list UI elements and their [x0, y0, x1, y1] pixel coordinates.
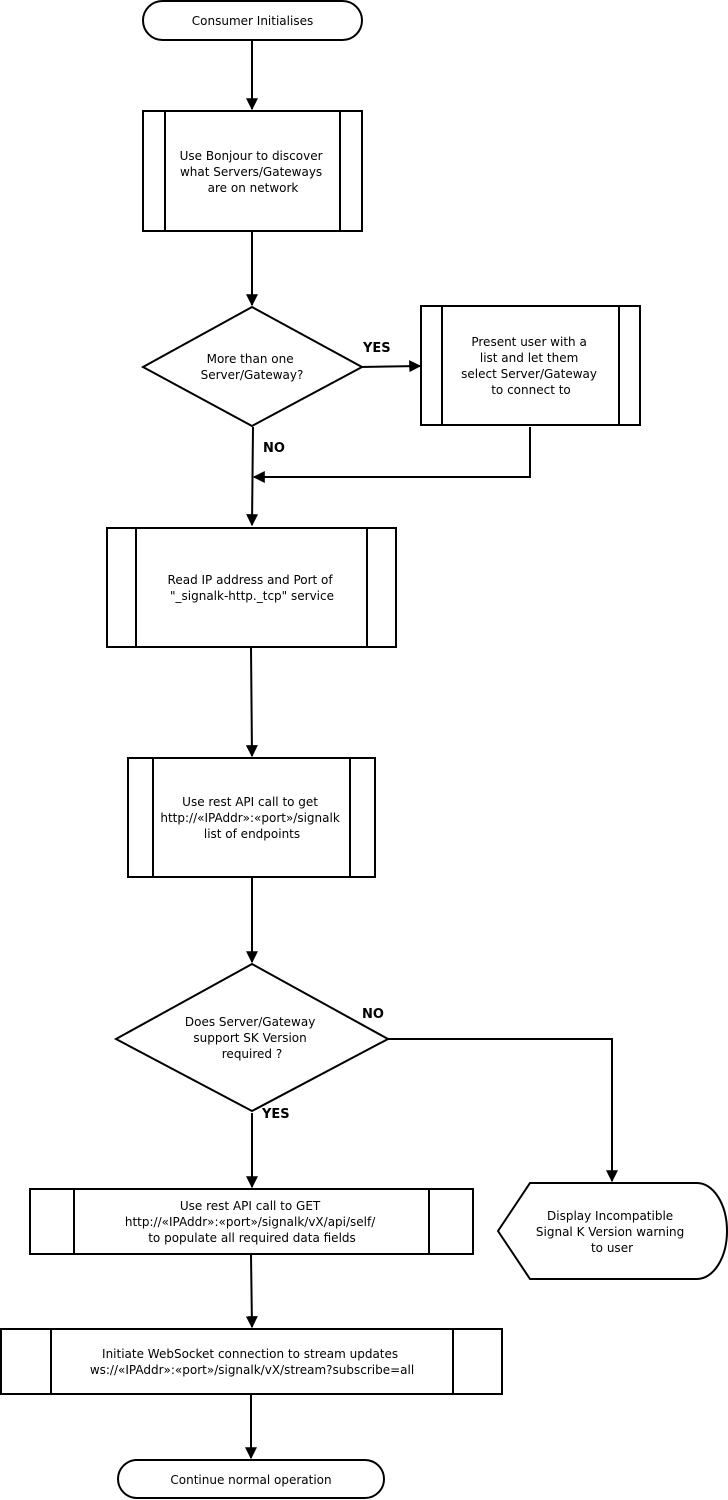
version-decision: Does Server/Gateway support SK Version r… — [113, 962, 391, 1113]
multiple-yes-label: YES — [362, 341, 391, 356]
edge-version-no — [388, 1038, 618, 1183]
version-no-label: NO — [362, 1007, 384, 1022]
present-line-1: Present user with a — [471, 335, 586, 349]
read-ip-line-1: Read IP address and Port of — [168, 573, 334, 587]
svg-text:Display Incompatible Sig: Display Incompatible Signal K Version wa… — [536, 1209, 688, 1255]
incompatible-line-1: Display Incompatible — [547, 1209, 673, 1223]
svg-text:Does Server/Gateway supp: Does Server/Gateway support SK Version r… — [185, 1015, 319, 1061]
end-terminator: Continue normal operation — [117, 1459, 385, 1499]
websocket-process: Initiate WebSocket connection to stream … — [0, 1328, 503, 1395]
endpoints-line-1: Use rest API call to get — [182, 795, 318, 809]
multiple-no-label: NO — [263, 441, 285, 456]
self-line-1: Use rest API call to GET — [180, 1199, 321, 1213]
websocket-line-2: ws://«IPAddr»:«port»/signalk/vX/stream?s… — [90, 1363, 414, 1377]
version-yes-label: YES — [261, 1107, 290, 1122]
present-line-3: select Server/Gateway — [461, 367, 597, 381]
edge-self-websocket — [245, 1254, 258, 1329]
read-ip-line-2: "_signalk-http._tcp" service — [170, 589, 334, 603]
incompatible-display: Display Incompatible Signal K Version wa… — [496, 1182, 728, 1280]
edge-multiple-yes — [360, 360, 422, 373]
svg-text:Initiate WebSocket connection: Initiate WebSocket connection to stream … — [90, 1347, 414, 1377]
multiple-gateways-decision: More than one Server/Gateway? — [140, 305, 365, 428]
start-terminator: Consumer Initialises — [142, 0, 363, 41]
present-line-4: to connect to — [491, 383, 571, 397]
endpoints-line-2: http://«IPAddr»:«port»/signalk — [160, 811, 339, 825]
version-line-2: support SK Version — [193, 1031, 306, 1045]
svg-text:Present user with a list: Present user with a list and let them se… — [461, 335, 601, 397]
multiple-line-1: More than one — [207, 352, 294, 366]
start-label: Consumer Initialises — [192, 14, 313, 28]
svg-text:Consumer Initialises: Consumer Initialises — [192, 14, 313, 28]
self-line-2: http://«IPAddr»:«port»/signalk/vX/api/se… — [125, 1215, 376, 1229]
connectors — [245, 41, 618, 1460]
svg-text:Use rest API call to GET: Use rest API call to GET http://«IPAddr»… — [125, 1199, 379, 1245]
get-endpoints-process: Use rest API call to get http://«IPAddr»… — [127, 757, 376, 878]
version-line-1: Does Server/Gateway — [185, 1015, 315, 1029]
websocket-line-1: Initiate WebSocket connection to stream … — [102, 1347, 398, 1361]
svg-text:More than one Server/Gat: More than one Server/Gateway? — [201, 352, 304, 382]
endpoints-line-3: list of endpoints — [204, 827, 300, 841]
discover-process: Use Bonjour to discover what Servers/Gat… — [142, 110, 363, 232]
edge-read-endpoints — [245, 647, 258, 758]
svg-text:Read IP address and Port of: Read IP address and Port of "_signalk-ht… — [168, 573, 337, 603]
incompatible-line-3: to user — [591, 1241, 633, 1255]
get-self-process: Use rest API call to GET http://«IPAddr»… — [29, 1188, 474, 1255]
discover-line-2: what Servers/Gateways — [180, 165, 322, 179]
svg-text:Use Bonjour to discover: Use Bonjour to discover what Servers/Gat… — [180, 149, 327, 195]
discover-line-1: Use Bonjour to discover — [180, 149, 323, 163]
multiple-line-2: Server/Gateway? — [201, 368, 304, 382]
present-line-2: list and let them — [480, 351, 578, 365]
svg-text:Continue normal operation: Continue normal operation — [170, 1473, 331, 1487]
edge-multiple-no — [246, 426, 259, 527]
edge-present-merge — [252, 427, 531, 483]
end-label: Continue normal operation — [170, 1473, 331, 1487]
svg-text:Use rest API call to get: Use rest API call to get http://«IPAddr»… — [160, 795, 343, 841]
self-line-3: to populate all required data fields — [148, 1231, 356, 1245]
incompatible-line-2: Signal K Version warning — [536, 1225, 684, 1239]
version-line-3: required ? — [222, 1047, 282, 1061]
present-list-process: Present user with a list and let them se… — [420, 305, 641, 426]
read-ip-process: Read IP address and Port of "_signalk-ht… — [106, 527, 397, 648]
discover-line-3: are on network — [208, 181, 299, 195]
